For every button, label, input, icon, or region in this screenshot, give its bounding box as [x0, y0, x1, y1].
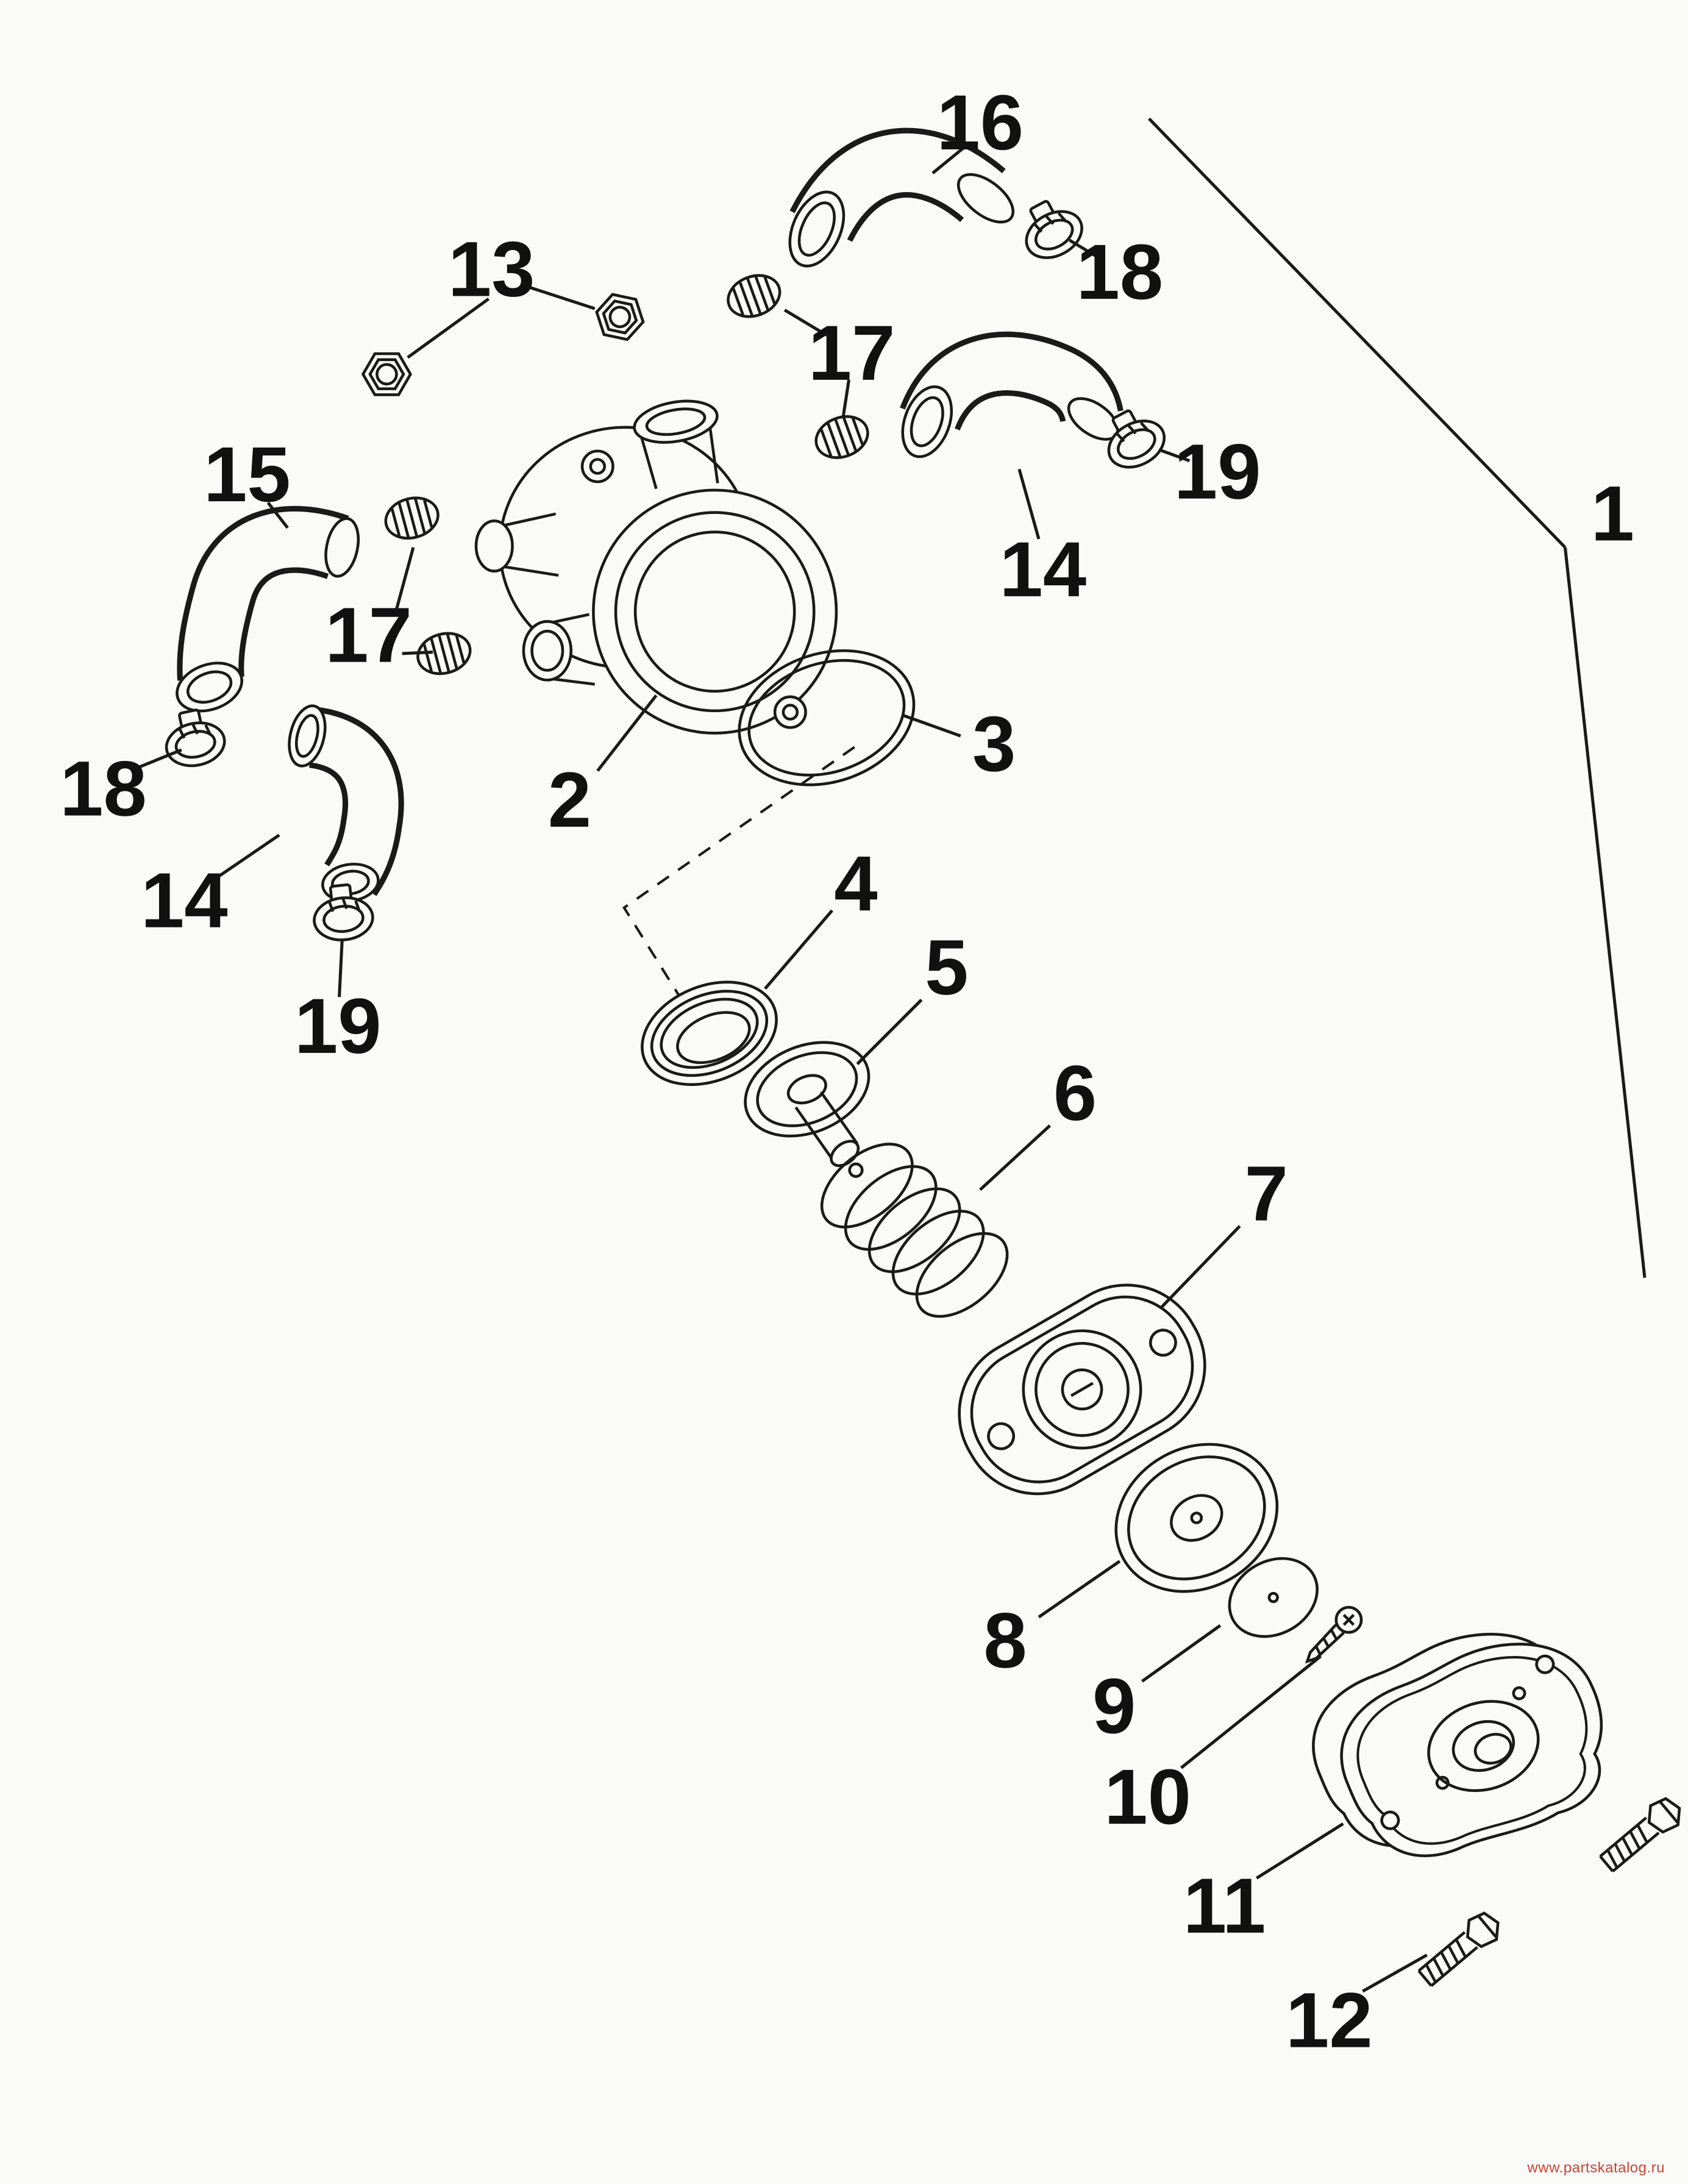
watermark-text: www.partskatalog.ru	[1527, 2160, 1665, 2176]
leader-line-part-17	[402, 651, 433, 655]
callout-18: 18	[1077, 229, 1164, 316]
leader-line-part-14	[1017, 468, 1041, 540]
part-13-hex-nut	[363, 354, 410, 394]
callout-14: 14	[1000, 526, 1087, 613]
callout-10: 10	[1104, 1754, 1191, 1841]
part-17-hose-clamp	[722, 269, 786, 324]
leader-line-part-17	[841, 379, 851, 416]
part-12-bolt	[1415, 1907, 1506, 1991]
leader-line-part-12	[1362, 1954, 1428, 1993]
leader-line-part-5	[856, 999, 923, 1065]
leader-line-part-18	[136, 748, 182, 769]
leader-line-part-10	[1180, 1655, 1322, 1769]
assembly-axis-dashed-line	[622, 746, 855, 1009]
part-4-seal-ring	[641, 980, 778, 1087]
part-7-cover-plate	[958, 1283, 1206, 1496]
part-6-spring	[820, 1143, 1009, 1318]
part-12-bolt	[1596, 1793, 1687, 1876]
callout-11: 11	[1183, 1863, 1266, 1950]
callout-1: 1	[1591, 470, 1634, 557]
leader-line-part-9	[1141, 1624, 1222, 1683]
part-2-thermostat-housing	[474, 399, 838, 735]
callout-3: 3	[972, 701, 1016, 788]
part-11-end-cover	[1312, 1633, 1603, 1857]
callout-17: 17	[325, 592, 412, 679]
callout-5: 5	[925, 924, 968, 1012]
part-17-hose-clamp	[381, 492, 443, 543]
part-17-hose-clamp	[810, 410, 874, 465]
leader-line-part-3	[901, 713, 961, 738]
part-13-hex-nut	[593, 292, 647, 342]
leader-line-part-19	[1158, 448, 1191, 463]
callout-12: 12	[1286, 1977, 1373, 2064]
leader-line-part-2	[596, 694, 658, 772]
callout-18: 18	[60, 746, 147, 833]
callout-19: 19	[1174, 429, 1261, 516]
leader-line-part-17	[393, 547, 415, 615]
part-9-disc	[1228, 1557, 1319, 1638]
part-14-elbow-fitting-right	[900, 331, 1124, 459]
part-16-elbow-fitting	[788, 127, 1015, 268]
leader-line-part-18	[1069, 238, 1099, 259]
leader-line-part-17	[783, 309, 828, 337]
leader-line-part-11	[1255, 1822, 1344, 1880]
leader-line-part-13	[530, 286, 596, 310]
part-3-o-ring	[738, 649, 916, 787]
part-15-elbow-fitting	[176, 505, 360, 713]
part-8-diaphragm	[1114, 1443, 1279, 1593]
leader-line-part-7	[1160, 1225, 1241, 1308]
leader-line-part-19	[338, 941, 344, 997]
callout-8: 8	[983, 1597, 1027, 1685]
leader-line-part-1	[1148, 117, 1567, 549]
leader-line-part-13	[407, 298, 490, 359]
callout-17: 17	[808, 310, 896, 397]
leader-line-part-8	[1038, 1560, 1121, 1619]
leader-line-part-16	[931, 146, 964, 174]
callout-13: 13	[448, 226, 535, 313]
callout-4: 4	[834, 840, 877, 927]
callout-14: 14	[141, 857, 228, 944]
callout-15: 15	[204, 431, 291, 518]
part-10-screw	[1305, 1605, 1363, 1664]
leader-line-part-15	[266, 501, 289, 529]
callout-6: 6	[1053, 1050, 1097, 1137]
leader-line-part-4	[764, 909, 833, 990]
callout-19: 19	[294, 983, 382, 1070]
callout-7: 7	[1245, 1151, 1288, 1238]
leader-line-part-6	[979, 1124, 1052, 1191]
callout-9: 9	[1092, 1663, 1136, 1750]
part-14-elbow-fitting-left	[288, 704, 404, 902]
callout-16: 16	[936, 79, 1024, 166]
callout-2: 2	[548, 757, 591, 844]
part-18-hose-clamp	[160, 705, 229, 771]
leader-line-part-14	[216, 833, 280, 879]
leader-line-part-1	[1563, 547, 1647, 1278]
